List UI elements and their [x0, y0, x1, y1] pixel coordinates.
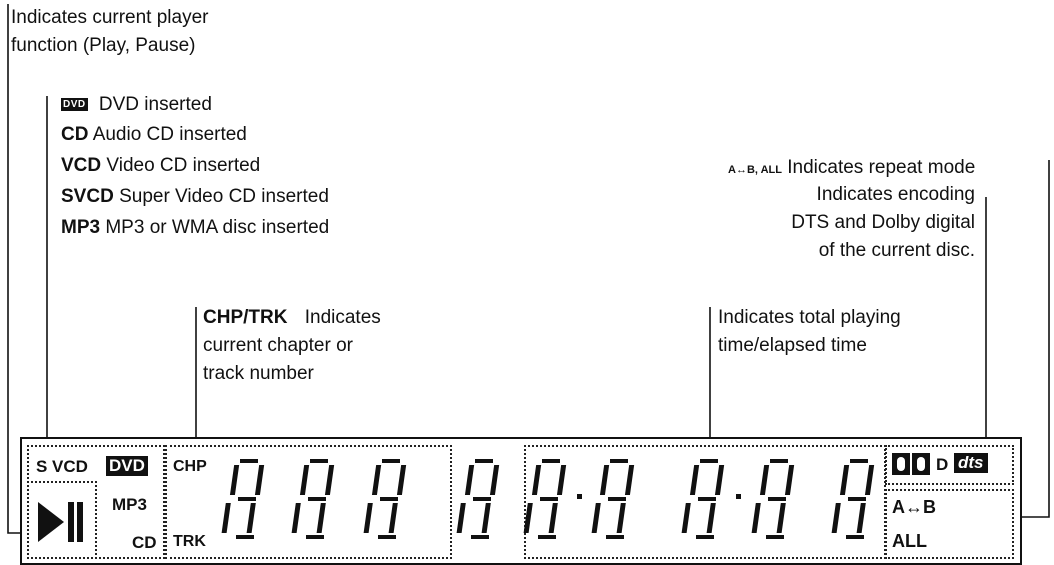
- encoding-line1: Indicates encoding: [816, 184, 975, 205]
- chapter-code: CHP/TRK: [203, 307, 288, 328]
- encoding-line2: DTS and Dolby digital: [791, 212, 975, 233]
- trk-indicator: TRK: [173, 533, 206, 550]
- dolby-icon: [892, 453, 930, 475]
- play-pause-icon: [38, 502, 83, 542]
- mp3-indicator: MP3: [112, 495, 147, 514]
- cd-indicator: CD: [132, 533, 157, 552]
- disc-svcd-annotation: SVCD Super Video CD inserted: [61, 184, 329, 210]
- dts-icon: dts: [954, 453, 988, 473]
- display-panel: S VCD DVD MP3 CD CHP TRK: [20, 437, 1022, 565]
- disc-vcd-annotation: VCD Video CD inserted: [61, 153, 260, 179]
- disc-svcd-text: Super Video CD inserted: [119, 186, 329, 207]
- disc-dvd-annotation: DVD DVD inserted: [61, 92, 212, 118]
- chapter-text: Indicates: [304, 307, 381, 328]
- disc-mp3-annotation: MP3 MP3 or WMA disc inserted: [61, 215, 329, 241]
- disc-cd-annotation: CD Audio CD inserted: [61, 122, 247, 148]
- chapter-annotation-line1: CHP/TRK Indicates: [203, 305, 381, 331]
- leader-repeat: [1017, 160, 1050, 518]
- disc-vcd-text: Video CD inserted: [106, 155, 261, 176]
- encoding-section: [885, 445, 1014, 485]
- ab-repeat-indicator: A↔B: [892, 497, 936, 517]
- time-annotation-line2: time/elapsed time: [718, 335, 867, 356]
- dvd-indicator: DVD: [106, 456, 148, 476]
- disc-vcd-code: VCD: [61, 155, 102, 176]
- digit-display: [221, 459, 875, 539]
- play-pause-section: [27, 481, 97, 559]
- player-function-line1: Indicates current player: [11, 7, 209, 28]
- dolby-d-indicator: D: [936, 455, 949, 474]
- repeat-text: Indicates repeat mode: [787, 157, 976, 178]
- disc-cd-text: Audio CD inserted: [92, 124, 247, 145]
- disc-mp3-text: MP3 or WMA disc inserted: [105, 217, 330, 238]
- chapter-section: [165, 445, 452, 559]
- disc-cd-code: CD: [61, 124, 89, 145]
- encoding-line3: of the current disc.: [818, 240, 975, 261]
- disc-dvd-text: DVD inserted: [98, 94, 212, 115]
- disc-svcd-code: SVCD: [61, 186, 114, 207]
- disc-mp3-code: MP3: [61, 217, 101, 238]
- player-function-line2: function (Play, Pause): [11, 35, 196, 56]
- dvd-badge-icon: DVD: [61, 98, 88, 112]
- all-repeat-indicator: ALL: [892, 531, 927, 551]
- chapter-annotation-line2: current chapter or: [203, 335, 353, 356]
- repeat-annotation: A↔B, ALL Indicates repeat mode: [728, 155, 975, 183]
- repeat-section: [885, 489, 1014, 559]
- chp-indicator: CHP: [173, 458, 207, 475]
- chapter-annotation-line3: track number: [203, 363, 314, 384]
- svcd-indicator: S VCD: [36, 457, 88, 476]
- time-annotation-line1: Indicates total playing: [718, 307, 901, 328]
- repeat-code: A↔B, ALL: [728, 164, 782, 176]
